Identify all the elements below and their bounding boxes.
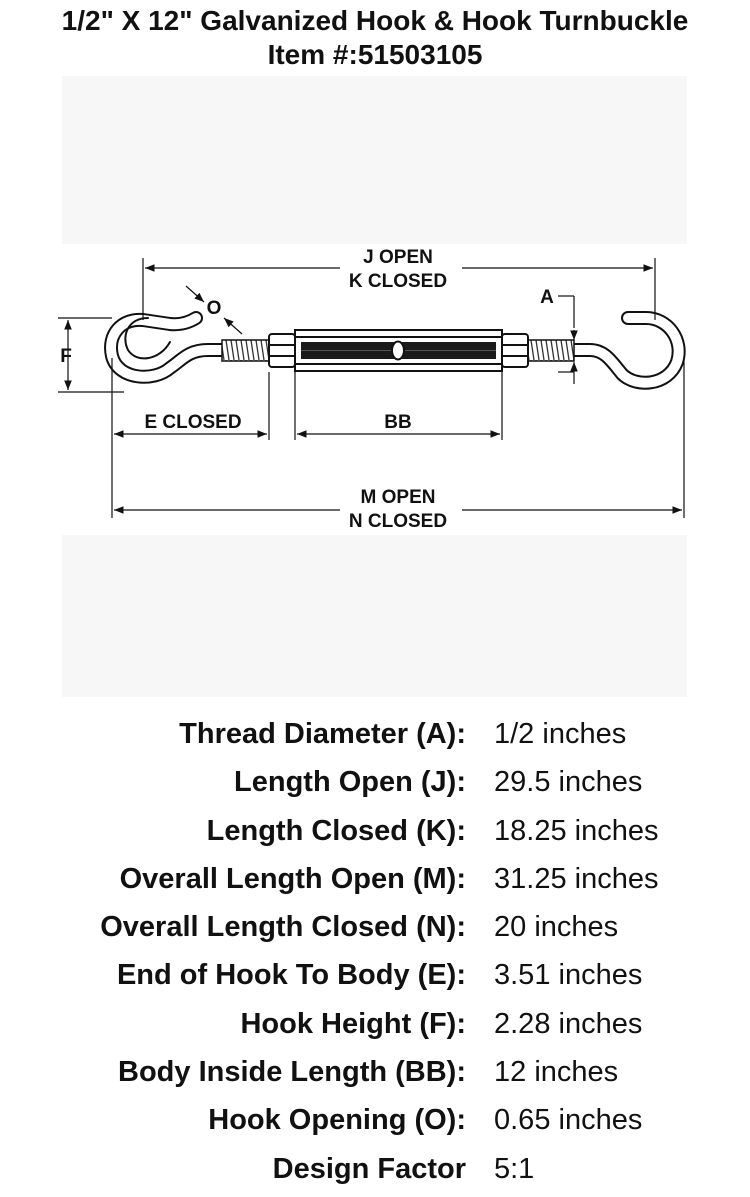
spec-row: Body Inside Length (BB): 12 inches [0,1052,750,1100]
label-bb: BB [384,412,411,433]
spec-label: Hook Opening (O): [208,1104,466,1137]
spec-label: Design Factor [272,1152,466,1185]
spec-value: 2.28 inches [494,1007,643,1040]
label-e-closed: E CLOSED [144,412,241,433]
spec-row: Length Open (J): 29.5 inches [0,762,750,810]
spec-value: 31.25 inches [494,862,659,895]
spec-label: End of Hook To Body (E): [116,959,466,992]
left-thread [221,339,271,362]
spec-value: 20 inches [494,911,619,944]
spec-value: 12 inches [494,1056,619,1089]
label-k-closed: K CLOSED [349,271,447,292]
item-number: Item #:51503105 [267,39,483,70]
dimension-lines [64,264,682,514]
label-m-open: M OPEN [361,487,436,508]
label-j-open: J OPEN [363,247,433,268]
spec-row: Length Closed (K): 18.25 inches [0,811,750,859]
spec-label: Length Closed (K): [206,814,466,847]
spec-value: 5:1 [494,1152,535,1185]
turnbuckle-body [268,329,529,372]
product-title: 1/2" X 12" Galvanized Hook & Hook Turnbu… [61,5,689,36]
right-hook [565,311,686,390]
spec-row: End of Hook To Body (E): 3.51 inches [0,955,750,1003]
label-a: A [540,287,554,308]
spec-label: Overall Length Closed (N): [100,911,466,944]
spec-label: Thread Diameter (A): [179,718,466,750]
spec-value: 29.5 inches [494,766,643,799]
turnbuckle-diagram: J OPEN K CLOSED A O F E CLOSED BB M OPEN… [58,76,687,697]
label-o: O [207,298,222,319]
label-n-closed: N CLOSED [349,511,447,532]
spec-row: Overall Length Closed (N): 20 inches [0,907,750,955]
right-thread [527,339,575,362]
spec-label: Length Open (J): [234,766,466,799]
left-hook [104,311,230,384]
spec-value: 3.51 inches [494,959,643,992]
background-panel-bottom [62,535,687,697]
extension-lines [58,258,685,518]
spec-label: Overall Length Open (M): [119,862,466,895]
spec-table: Thread Diameter (A): 1/2 inches Length Op… [0,714,750,1197]
spec-row: Overall Length Open (M): 31.25 inches [0,859,750,907]
spec-row: Hook Height (F): 2.28 inches [0,1004,750,1052]
spec-row: Design Factor 5:1 [0,1149,750,1197]
spec-row: Hook Opening (O): 0.65 inches [0,1100,750,1148]
spec-label: Body Inside Length (BB): [118,1056,466,1089]
label-f: F [60,346,72,367]
spec-value: 0.65 inches [494,1104,643,1137]
spec-value: 18.25 inches [494,814,659,847]
spec-row: Thread Diameter (A): 1/2 inches [0,714,750,762]
spec-label: Hook Height (F): [240,1007,466,1040]
spec-value: 1/2 inches [494,718,627,750]
background-panel-top [62,76,687,244]
